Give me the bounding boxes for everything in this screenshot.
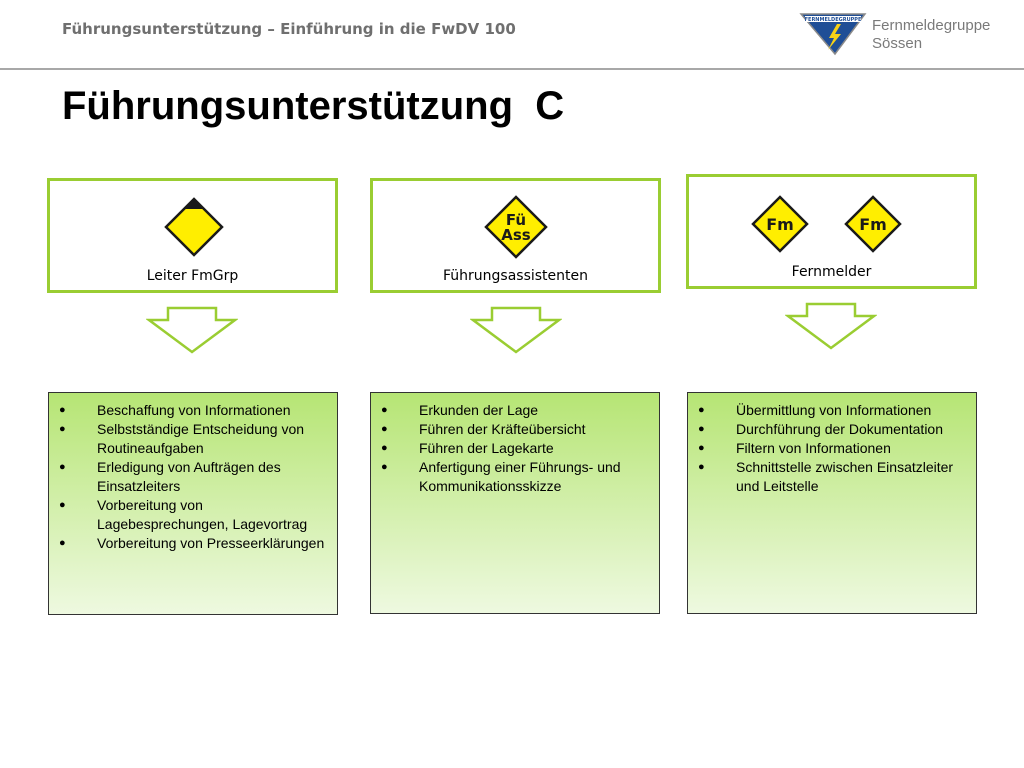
ass-sign-text: Ass — [501, 226, 531, 244]
bullet-icon: ● — [59, 404, 66, 416]
role-box-fuehrungsassistenten: Fü Ass Führungsassistenten — [370, 178, 661, 293]
bullet-icon: ● — [381, 404, 388, 416]
org-name-line-2: Sössen — [872, 35, 923, 52]
task-text: Vorbereitung von Presseerklärungen — [97, 535, 325, 551]
task-box-fuehrungsassistenten: ● Erkunden der Lage ● Führen der Kräfteüber… — [370, 392, 660, 614]
task-text: Übermittlung von Informationen — [736, 402, 932, 418]
down-arrow-icon-3 — [785, 302, 877, 350]
bullet-icon: ● — [59, 461, 66, 473]
down-arrow-icon-2 — [470, 306, 562, 354]
task-box-fernmelder: ● Übermittlung von Informationen ● Durchfüh… — [687, 392, 977, 614]
task-item: ● Anfertigung einer Führungs- und Kommuni… — [371, 458, 653, 496]
leiter-diamond-sign-icon — [164, 197, 224, 257]
task-text: Führen der Lagekarte — [419, 440, 554, 456]
role-box-leiter-fmgrp: Leiter FmGrp — [47, 178, 338, 293]
task-item: ● Vorbereitung von Lagebesprechungen, Lag… — [49, 496, 331, 534]
task-box-leiter-fmgrp: ● Beschaffung von Informationen ● Selbststä… — [48, 392, 338, 615]
task-text: Vorbereitung von Lagebesprechungen, Lage… — [97, 497, 308, 532]
logo-text: FERNMELDEGRUPPE — [805, 17, 862, 23]
bullet-icon: ● — [381, 423, 388, 435]
down-arrow-icon-1 — [146, 306, 238, 354]
bullet-icon: ● — [59, 423, 66, 435]
role-label-fernmelder: Fernmelder — [791, 264, 872, 280]
bullet-icon: ● — [698, 442, 705, 454]
task-text: Beschaffung von Informationen — [97, 402, 291, 418]
org-name-line-1: Fernmeldegruppe — [872, 17, 991, 34]
task-item: ● Selbstständige Entscheidung von Routine… — [49, 420, 331, 458]
bullet-icon: ● — [698, 461, 705, 473]
task-text: Erledigung von Aufträgen des Einsatzleit… — [97, 459, 281, 494]
lightning-bolt-icon — [828, 24, 841, 50]
role-label-leiter-fmgrp: Leiter FmGrp — [146, 268, 239, 284]
task-item: ● Führen der Lagekarte — [371, 439, 653, 458]
fue-sign-text: Fü — [506, 211, 526, 229]
task-text: Filtern von Informationen — [736, 440, 891, 456]
bullet-icon: ● — [59, 499, 66, 511]
task-item: ● Vorbereitung von Presseerklärungen — [49, 534, 331, 553]
task-text: Durchführung der Dokumentation — [736, 421, 944, 437]
task-list-leiter-fmgrp: ● Beschaffung von Informationen ● Selbststä… — [49, 393, 337, 553]
task-list-fernmelder: ● Übermittlung von Informationen ● Durchfüh… — [688, 393, 976, 496]
bullet-icon: ● — [698, 423, 705, 435]
task-text: Anfertigung einer Führungs- und Kommunik… — [419, 459, 621, 494]
bullet-icon: ● — [698, 404, 705, 416]
fm-sign-text-1: Fm — [766, 215, 794, 234]
task-text: Selbstständige Entscheidung von Routinea… — [97, 421, 305, 456]
bullet-icon: ● — [381, 442, 388, 454]
task-item: ● Filtern von Informationen — [688, 439, 970, 458]
task-item: ● Führen der Kräfteübersicht — [371, 420, 653, 439]
slide-title: Führungsunterstützung C — [62, 84, 565, 128]
fm-diamond-sign-icon-1: Fm — [751, 195, 809, 253]
role-box-fernmelder: Fm Fm Fernmelder — [686, 174, 977, 289]
organization-name: Fernmeldegruppe Sössen — [872, 17, 990, 53]
task-item: ● Schnittstelle zwischen Einsatzleiter un… — [688, 458, 970, 496]
task-item: ● Durchführung der Dokumentation — [688, 420, 970, 439]
task-item: ● Übermittlung von Informationen — [688, 401, 970, 420]
presentation-title: Führungsunterstützung – Einführung in di… — [62, 20, 516, 38]
task-list-fuehrungsassistenten: ● Erkunden der Lage ● Führen der Kräfteüber… — [371, 393, 659, 496]
task-item: ● Erkunden der Lage — [371, 401, 653, 420]
role-label-fuehrungsassistenten: Führungsassistenten — [442, 268, 589, 284]
header-divider — [0, 68, 1024, 70]
bullet-icon: ● — [59, 537, 66, 549]
task-text: Führen der Kräfteübersicht — [419, 421, 586, 437]
task-text: Schnittstelle zwischen Einsatzleiter und… — [736, 459, 954, 494]
bullet-icon: ● — [381, 461, 388, 473]
task-item: ● Erledigung von Aufträgen des Einsatzlei… — [49, 458, 331, 496]
task-text: Erkunden der Lage — [419, 402, 539, 418]
fm-sign-text-2: Fm — [859, 215, 887, 234]
fue-ass-diamond-sign-icon: Fü Ass — [484, 195, 548, 259]
fernmeldegruppe-logo: FERNMELDEGRUPPE — [799, 13, 867, 56]
task-item: ● Beschaffung von Informationen — [49, 401, 331, 420]
fm-diamond-sign-icon-2: Fm — [844, 195, 902, 253]
